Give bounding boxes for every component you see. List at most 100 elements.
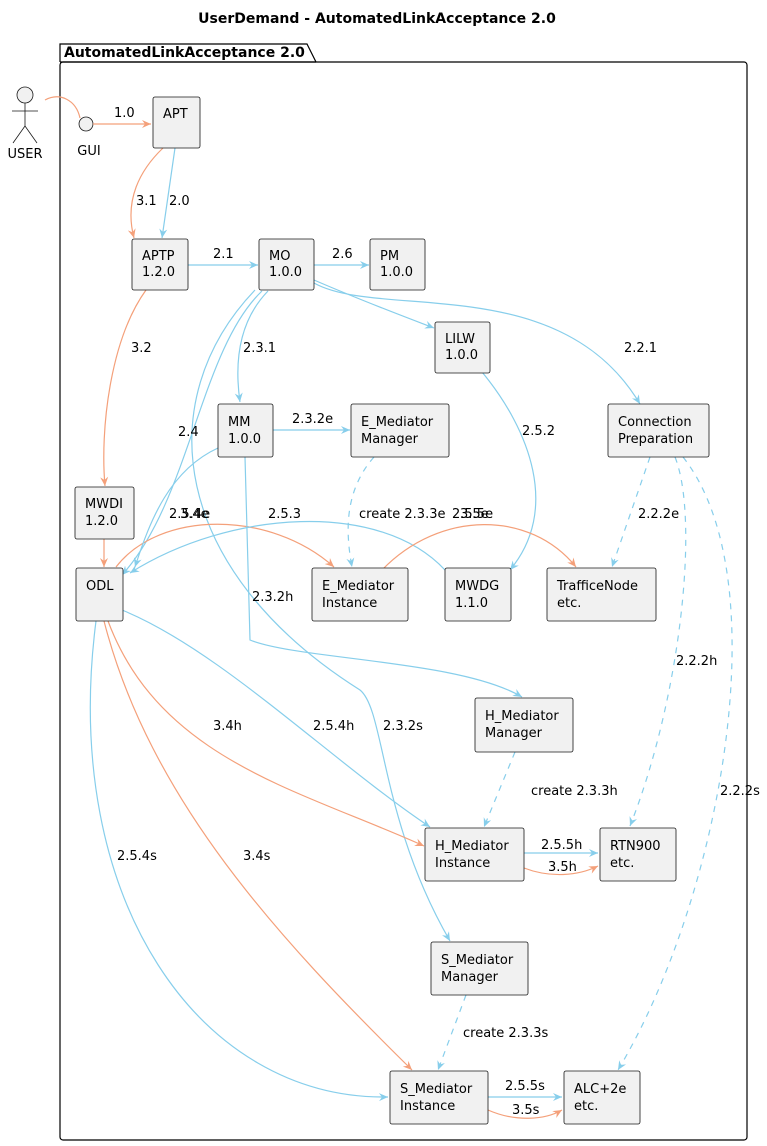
edge-odl-smi-orange <box>103 620 413 1071</box>
node-pm-line1: PM <box>380 249 399 264</box>
node-hmi-line2: Instance <box>435 856 490 871</box>
node-mm-line1: MM <box>228 415 250 430</box>
node-lilw-line1: LILW <box>445 332 475 347</box>
edges <box>44 96 733 1119</box>
node-h-mediator-manager[interactable]: H_Mediator Manager <box>474 697 574 753</box>
node-smm-line2: Manager <box>441 970 499 985</box>
node-s-mediator-instance[interactable]: S_Mediator Instance <box>389 1070 489 1125</box>
edge-label: create 2.3.3h <box>531 784 618 799</box>
gui-interface-label: GUI <box>77 144 100 159</box>
edge-user-gui <box>44 96 81 119</box>
edge-odl-hmi-orange <box>107 620 425 847</box>
edge-conn-tn <box>611 456 651 568</box>
edge-label: 2.5.5s <box>505 1079 545 1094</box>
node-tn-line2: etc. <box>557 596 581 611</box>
diagram-title: UserDemand - AutomatedLinkAcceptance 2.0 <box>198 11 556 27</box>
node-emi-line1: E_Mediator <box>322 579 395 594</box>
edge-mm-smm <box>191 289 451 942</box>
edge-label: 2.5.4h <box>313 719 354 734</box>
edge-mm-hmm <box>244 456 523 698</box>
node-e-mediator-manager[interactable]: E_Mediator Manager <box>350 403 450 458</box>
edge-label: 2.5.5h <box>541 838 582 853</box>
node-smm-line1: S_Mediator <box>441 953 514 968</box>
node-odl-line1: ODL <box>86 579 114 594</box>
node-connection-preparation[interactable]: Connection Preparation <box>607 403 710 458</box>
node-mm[interactable]: MM 1.0.0 <box>217 403 274 458</box>
edge-label: 2.2.2s <box>720 784 760 799</box>
node-mo-line2: 1.0.0 <box>269 265 302 280</box>
node-pm[interactable]: PM 1.0.0 <box>369 238 426 291</box>
node-rtn-line2: etc. <box>610 856 634 871</box>
package-title: AutomatedLinkAcceptance 2.0 <box>64 45 305 61</box>
edge-label: 3.5s <box>512 1103 540 1118</box>
edge-hmi-rtn-orange <box>523 865 599 876</box>
node-aptp-line1: APTP <box>142 249 175 264</box>
edge-label: 2.3.2h <box>252 590 293 605</box>
node-mo-line1: MO <box>269 249 290 264</box>
edge-apt-aptp-orange <box>127 147 164 239</box>
package-frame <box>59 43 748 1141</box>
edge-label: 2.2.2e <box>638 507 679 522</box>
node-mwdi[interactable]: MWDI 1.2.0 <box>74 486 135 540</box>
node-mwdg-line1: MWDG <box>455 579 499 594</box>
node-e-mediator-instance[interactable]: E_Mediator Instance <box>311 567 409 622</box>
edge-label: 2.5.2 <box>522 424 555 439</box>
edge-mo-lilw <box>313 279 435 329</box>
edge-smi-alc-orange <box>487 1109 563 1119</box>
node-mm-line2: 1.0.0 <box>228 432 261 447</box>
edge-label: 2.3.2s <box>383 719 423 734</box>
edge-lilw-mwdg <box>481 371 537 571</box>
node-emm-line1: E_Mediator <box>361 415 434 430</box>
edge-label: 2.5.4s <box>117 849 157 864</box>
node-lilw-line2: 1.0.0 <box>445 348 478 363</box>
edge-label: 2.6 <box>332 247 353 262</box>
node-odl[interactable]: ODL <box>75 567 124 622</box>
edge-label: 2.1 <box>213 247 234 262</box>
node-mwdg[interactable]: MWDG 1.1.0 <box>444 567 512 622</box>
edge-label: 2.4 <box>178 425 199 440</box>
node-hmm-line2: Manager <box>485 726 543 741</box>
edge-odl-emi <box>115 523 335 568</box>
edge-odl-hmi-blue <box>121 609 431 828</box>
node-alc[interactable]: ALC+2e etc. <box>563 1070 641 1125</box>
edge-emi-tn <box>381 524 577 571</box>
node-hmi-line1: H_Mediator <box>435 839 509 854</box>
node-aptp[interactable]: APTP 1.2.0 <box>131 238 189 291</box>
node-s-mediator-manager[interactable]: S_Mediator Manager <box>430 941 529 996</box>
edge-label: 2.5.3 <box>268 507 301 522</box>
node-aptp-line2: 1.2.0 <box>142 265 175 280</box>
node-conn-line1: Connection <box>618 415 692 430</box>
node-lilw[interactable]: LILW 1.0.0 <box>434 321 491 374</box>
node-tn-line1: TrafficeNode <box>556 579 638 594</box>
edge-hmm-hmi <box>483 751 516 828</box>
node-mwdi-line1: MWDI <box>85 497 123 512</box>
edge-label: 2.0 <box>169 194 190 209</box>
node-alc-line2: etc. <box>574 1099 598 1114</box>
node-rtn-line1: RTN900 <box>610 839 661 854</box>
node-conn-line2: Preparation <box>618 432 693 447</box>
edge-label: create 2.3.3s <box>463 1026 548 1041</box>
node-apt-line1: APT <box>163 107 188 122</box>
node-apt[interactable]: APT <box>152 96 201 149</box>
edge-label: 2.2.2h <box>676 654 717 669</box>
edge-label: 2.3.1 <box>243 341 276 356</box>
edge-aptp-mwdi <box>100 289 147 487</box>
user-actor-label: USER <box>7 147 42 162</box>
edge-mwdg-odl <box>129 521 446 574</box>
node-h-mediator-instance[interactable]: H_Mediator Instance <box>424 827 525 882</box>
edge-label: 2.5.5e <box>452 507 493 522</box>
edge-label: 1.0 <box>114 106 135 121</box>
node-rtn900[interactable]: RTN900 etc. <box>599 827 677 882</box>
node-mo[interactable]: MO 1.0.0 <box>258 238 315 291</box>
edge-mm-odl <box>133 447 219 568</box>
node-emm-line2: Manager <box>361 432 419 447</box>
edge-odl-smi-blue <box>89 620 389 1102</box>
user-actor-icon <box>12 86 38 144</box>
edge-label: 3.5h <box>548 860 577 875</box>
node-smi-line1: S_Mediator <box>400 1082 473 1097</box>
node-traffice-node[interactable]: TrafficeNode etc. <box>546 567 657 622</box>
edge-label: 2.5.4e <box>169 507 210 522</box>
gui-interface-icon <box>78 116 94 132</box>
node-mwdg-line2: 1.1.0 <box>455 596 488 611</box>
